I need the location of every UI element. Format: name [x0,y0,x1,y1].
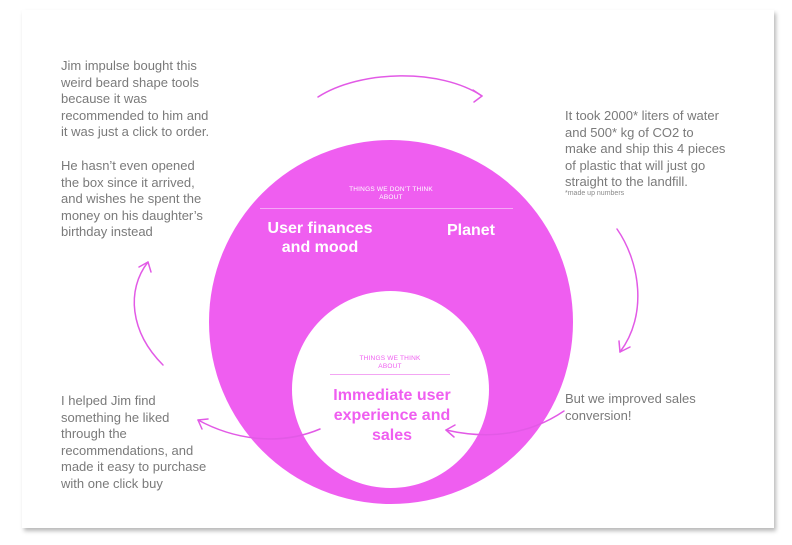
immediate-experience-label: Immediate user experience and sales [333,387,451,444]
sales-conversion-text: But we improved sales conversion! [565,391,696,423]
made-up-numbers-note: *made up numbers [565,190,625,197]
jim-regret-text: He hasn’t even opened the box since it a… [61,158,203,239]
jim-helped-text: I helped Jim find something he liked thr… [61,393,207,491]
arrow-bottom-right [445,410,565,438]
user-finances-label: User finances and mood [267,220,373,256]
outer-circle-label: THINGS WE DON’T THINK ABOUT [349,186,433,201]
inner-circle-label: THINGS WE THINK ABOUT [359,355,421,370]
planet-label: Planet [446,222,495,239]
jim-impulse-text: Jim impulse bought this weird beard shap… [61,58,210,139]
inner-circle [292,291,489,488]
arrow-bottom-left [197,418,321,440]
arrow-left [133,261,164,366]
arrow-top [317,75,483,103]
planet-cost-text: It took 2000* liters of water and 500* k… [565,108,726,189]
arrow-right [616,228,639,353]
outer-circle-divider [260,208,513,209]
inner-circle-divider [330,374,450,375]
